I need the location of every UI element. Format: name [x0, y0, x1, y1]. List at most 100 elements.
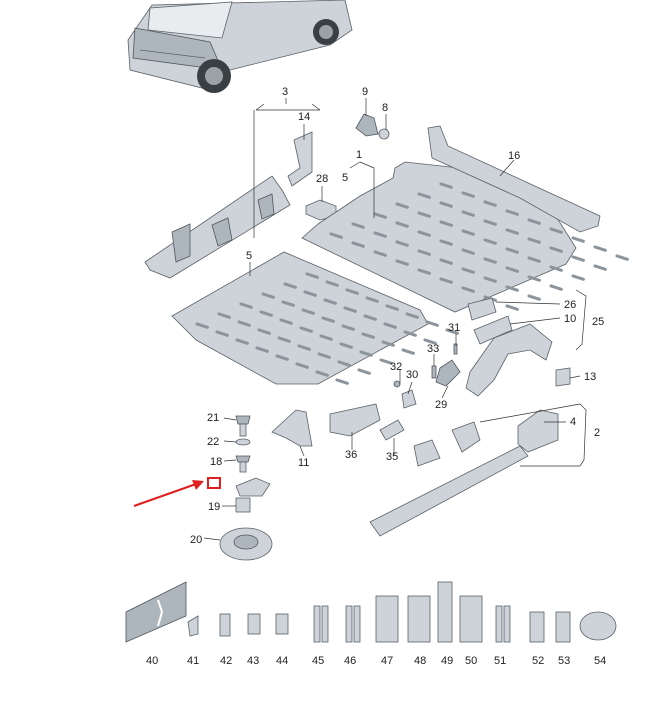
- panel-slot: [527, 256, 541, 263]
- panel-slot: [461, 248, 475, 255]
- label-35: 35: [386, 451, 398, 463]
- panel-slot: [483, 238, 497, 245]
- panel-slot: [345, 288, 359, 295]
- panel-slot: [593, 245, 607, 252]
- label-53: 53: [558, 655, 570, 667]
- panel-slot: [317, 352, 331, 359]
- panel-slot: [257, 328, 271, 335]
- panel-slot: [439, 201, 453, 208]
- panel-slot: [483, 276, 497, 283]
- bracket-9: [355, 113, 379, 137]
- panel-slot: [417, 230, 431, 237]
- label-11: 11: [298, 457, 309, 469]
- label-31: 31: [448, 322, 460, 334]
- panel-slot: [351, 241, 365, 248]
- label-5-upper: 5: [342, 172, 348, 184]
- panel-slot: [279, 318, 293, 325]
- front-members-2: [271, 403, 559, 537]
- panel-slot: [217, 312, 231, 319]
- panel-slot: [275, 354, 289, 361]
- panel-slot: [417, 192, 431, 199]
- label-2: 2: [594, 427, 600, 439]
- label-9: 9: [362, 86, 368, 98]
- panel-slot: [439, 220, 453, 227]
- label-41: 41: [187, 655, 199, 667]
- panel-slot: [361, 332, 375, 339]
- label-14: 14: [298, 111, 310, 123]
- label-22: 22: [207, 436, 219, 448]
- panel-slot: [417, 249, 431, 256]
- small-brackets-29-33: [393, 343, 461, 409]
- panel-slot: [549, 284, 563, 291]
- panel-slot: [527, 218, 541, 225]
- label-4: 4: [570, 416, 576, 428]
- panel-slot: [341, 324, 355, 331]
- panel-slot: [373, 212, 387, 219]
- panel-slot: [395, 221, 409, 228]
- label-29: 29: [435, 399, 447, 411]
- rear-floor-panel-1: [301, 161, 629, 313]
- front-floor-panel-5: [171, 251, 459, 385]
- panel-slot: [339, 342, 353, 349]
- panel-slot: [505, 209, 519, 216]
- panel-slot: [571, 274, 585, 281]
- panel-slot: [527, 275, 541, 282]
- panel-slot: [195, 322, 209, 329]
- label-20: 20: [190, 534, 202, 546]
- panel-slot: [505, 304, 519, 311]
- label-28: 28: [316, 173, 328, 185]
- panel-slot: [261, 292, 275, 299]
- panel-slot: [527, 294, 541, 301]
- van-illustration: [127, 0, 353, 93]
- panel-slot: [315, 370, 329, 377]
- panel-slot: [439, 258, 453, 265]
- panel-slot: [259, 310, 273, 317]
- panel-slot: [395, 259, 409, 266]
- panel-slot: [305, 272, 319, 279]
- label-36: 36: [345, 449, 357, 461]
- fasteners-18-22: [219, 415, 273, 561]
- panel-slot: [571, 255, 585, 262]
- label-32: 32: [390, 361, 402, 373]
- panel-slot: [425, 320, 439, 327]
- label-45: 45: [312, 655, 324, 667]
- label-8: 8: [382, 102, 388, 114]
- label-10: 10: [564, 313, 576, 325]
- label-25: 25: [592, 316, 604, 328]
- panel-slot: [445, 328, 459, 335]
- leader-lines: [203, 98, 587, 541]
- label-49: 49: [441, 655, 453, 667]
- label-16: 16: [508, 150, 520, 162]
- panel-slot: [549, 246, 563, 253]
- label-1: 1: [356, 149, 362, 161]
- panel-slot: [303, 290, 317, 297]
- panel-slot: [357, 368, 371, 375]
- panel-slot: [505, 285, 519, 292]
- label-40: 40: [146, 655, 158, 667]
- panel-slot: [385, 304, 399, 311]
- panel-slot: [365, 296, 379, 303]
- panel-slot: [405, 312, 419, 319]
- panel-slot: [343, 306, 357, 313]
- label-13: 13: [584, 371, 596, 383]
- label-54: 54: [594, 655, 606, 667]
- panel-slot: [461, 210, 475, 217]
- panel-slot: [283, 282, 297, 289]
- wheel-arch-group-25: [465, 297, 571, 397]
- panel-slot: [319, 334, 333, 341]
- panel-slot: [461, 286, 475, 293]
- panel-slot: [505, 228, 519, 235]
- panel-slot: [323, 298, 337, 305]
- label-46: 46: [344, 655, 356, 667]
- label-47: 47: [381, 655, 393, 667]
- highlight-marker: [133, 477, 221, 507]
- label-48: 48: [414, 655, 426, 667]
- panel-slot: [461, 229, 475, 236]
- part-number-labels: 3 14 9 8 1 5 16 28 5 26 10 25 31 33 13 3…: [146, 86, 606, 667]
- panel-slot: [403, 330, 417, 337]
- panel-slot: [351, 222, 365, 229]
- label-19: 19: [208, 501, 220, 513]
- panel-slot: [325, 280, 339, 287]
- label-30: 30: [406, 369, 418, 381]
- panel-slot: [373, 231, 387, 238]
